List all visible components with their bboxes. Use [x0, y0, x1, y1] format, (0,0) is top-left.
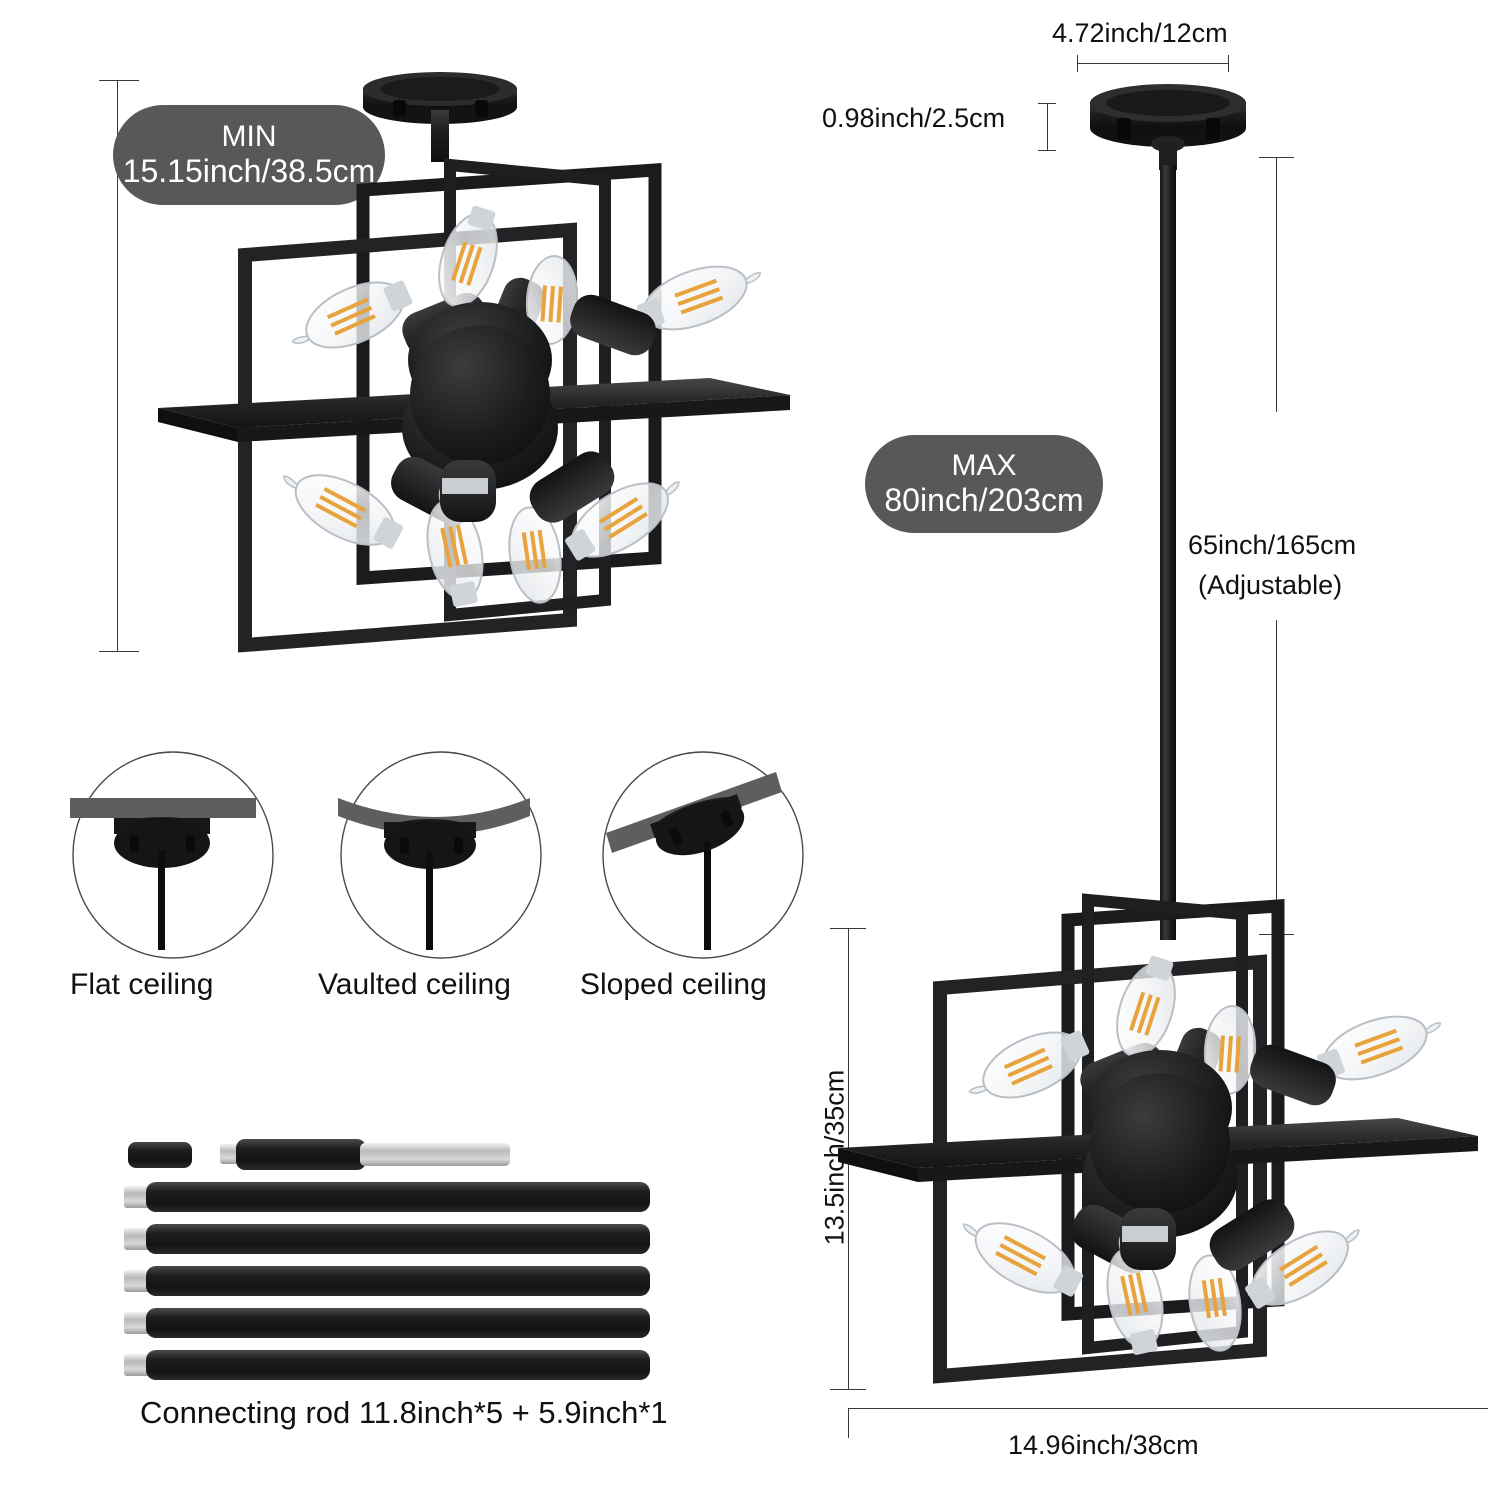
- bulb-cluster-lower-right: [962, 1199, 1360, 1355]
- ceiling-types-section: Flat ceiling Vaulted ceiling: [40, 750, 830, 1020]
- rod-short: [220, 1139, 510, 1170]
- max-badge-value: 80inch/203cm: [884, 481, 1084, 518]
- frame-middle: [444, 158, 611, 622]
- left-figure: MIN 15.15inch/38.5cm: [0, 0, 800, 700]
- connecting-rod-caption: Connecting rod 11.8inch*5 + 5.9inch*1: [140, 1395, 668, 1430]
- canopy-width-label: 4.72inch/12cm: [1052, 18, 1228, 48]
- ceiling-type-flat-label: Flat ceiling: [70, 968, 214, 1001]
- ceiling-type-flat: Flat ceiling: [50, 750, 300, 1020]
- canopy: [363, 72, 517, 162]
- fixture-width-dimension: 14.96inch/38cm: [800, 1380, 1500, 1500]
- min-badge-value: 15.15inch/38.5cm: [122, 152, 376, 189]
- bulb-cluster-upper: [291, 205, 762, 356]
- pendant-fixture-illustration: [838, 893, 1478, 1384]
- min-dimension-line: [0, 0, 200, 700]
- ceiling-type-sloped-label: Sloped ceiling: [580, 968, 767, 1001]
- vaulted-ceiling-icon: [338, 751, 542, 959]
- rod-long-1: [124, 1182, 650, 1212]
- connecting-rods-section: Connecting rod 11.8inch*5 + 5.9inch*1: [110, 1130, 750, 1430]
- flat-ceiling-icon: [70, 751, 274, 959]
- sputnik-hub: [402, 302, 558, 490]
- bulb-cluster-lower: [282, 451, 680, 607]
- sloped-ceiling-icon: [602, 751, 804, 959]
- rod-coupling-cap: [128, 1142, 192, 1168]
- rod-long-4: [124, 1308, 650, 1338]
- pendant-canopy-and-rod: [1090, 84, 1246, 940]
- ceiling-type-sloped: Sloped ceiling: [580, 750, 830, 1020]
- rod-long-5: [124, 1350, 650, 1380]
- semi-flush-fixture-illustration: [158, 72, 790, 653]
- min-height-badge: MIN 15.15inch/38.5cm: [113, 105, 385, 205]
- ceiling-type-vaulted-label: Vaulted ceiling: [318, 968, 511, 1001]
- max-badge-title: MAX: [951, 449, 1017, 483]
- right-figure: 4.72inch/12cm 0.98inch/2.5cm 65inch/165c…: [800, 0, 1500, 1500]
- rod-length-dimension: 65inch/165cm (Adjustable): [800, 140, 1500, 960]
- fixture-width-label: 14.96inch/38cm: [1008, 1430, 1199, 1460]
- canopy-height-label: 0.98inch/2.5cm: [822, 103, 1006, 133]
- connecting-rods-illustration: [124, 1139, 650, 1380]
- rod-length-label-line1: 65inch/165cm: [1188, 530, 1357, 560]
- ceiling-type-vaulted: Vaulted ceiling: [318, 750, 568, 1020]
- max-height-badge: MAX 80inch/203cm: [865, 435, 1103, 533]
- canopy-height-dimension: 0.98inch/2.5cm: [800, 95, 1080, 165]
- rod-long-2: [124, 1224, 650, 1254]
- rod-length-label-line2: (Adjustable): [1198, 570, 1343, 600]
- rod-long-3: [124, 1266, 650, 1296]
- sputnik-hub-right: [1082, 1050, 1238, 1238]
- canopy-width-dimension: 4.72inch/12cm: [800, 0, 1500, 120]
- min-badge-title: MIN: [221, 120, 277, 154]
